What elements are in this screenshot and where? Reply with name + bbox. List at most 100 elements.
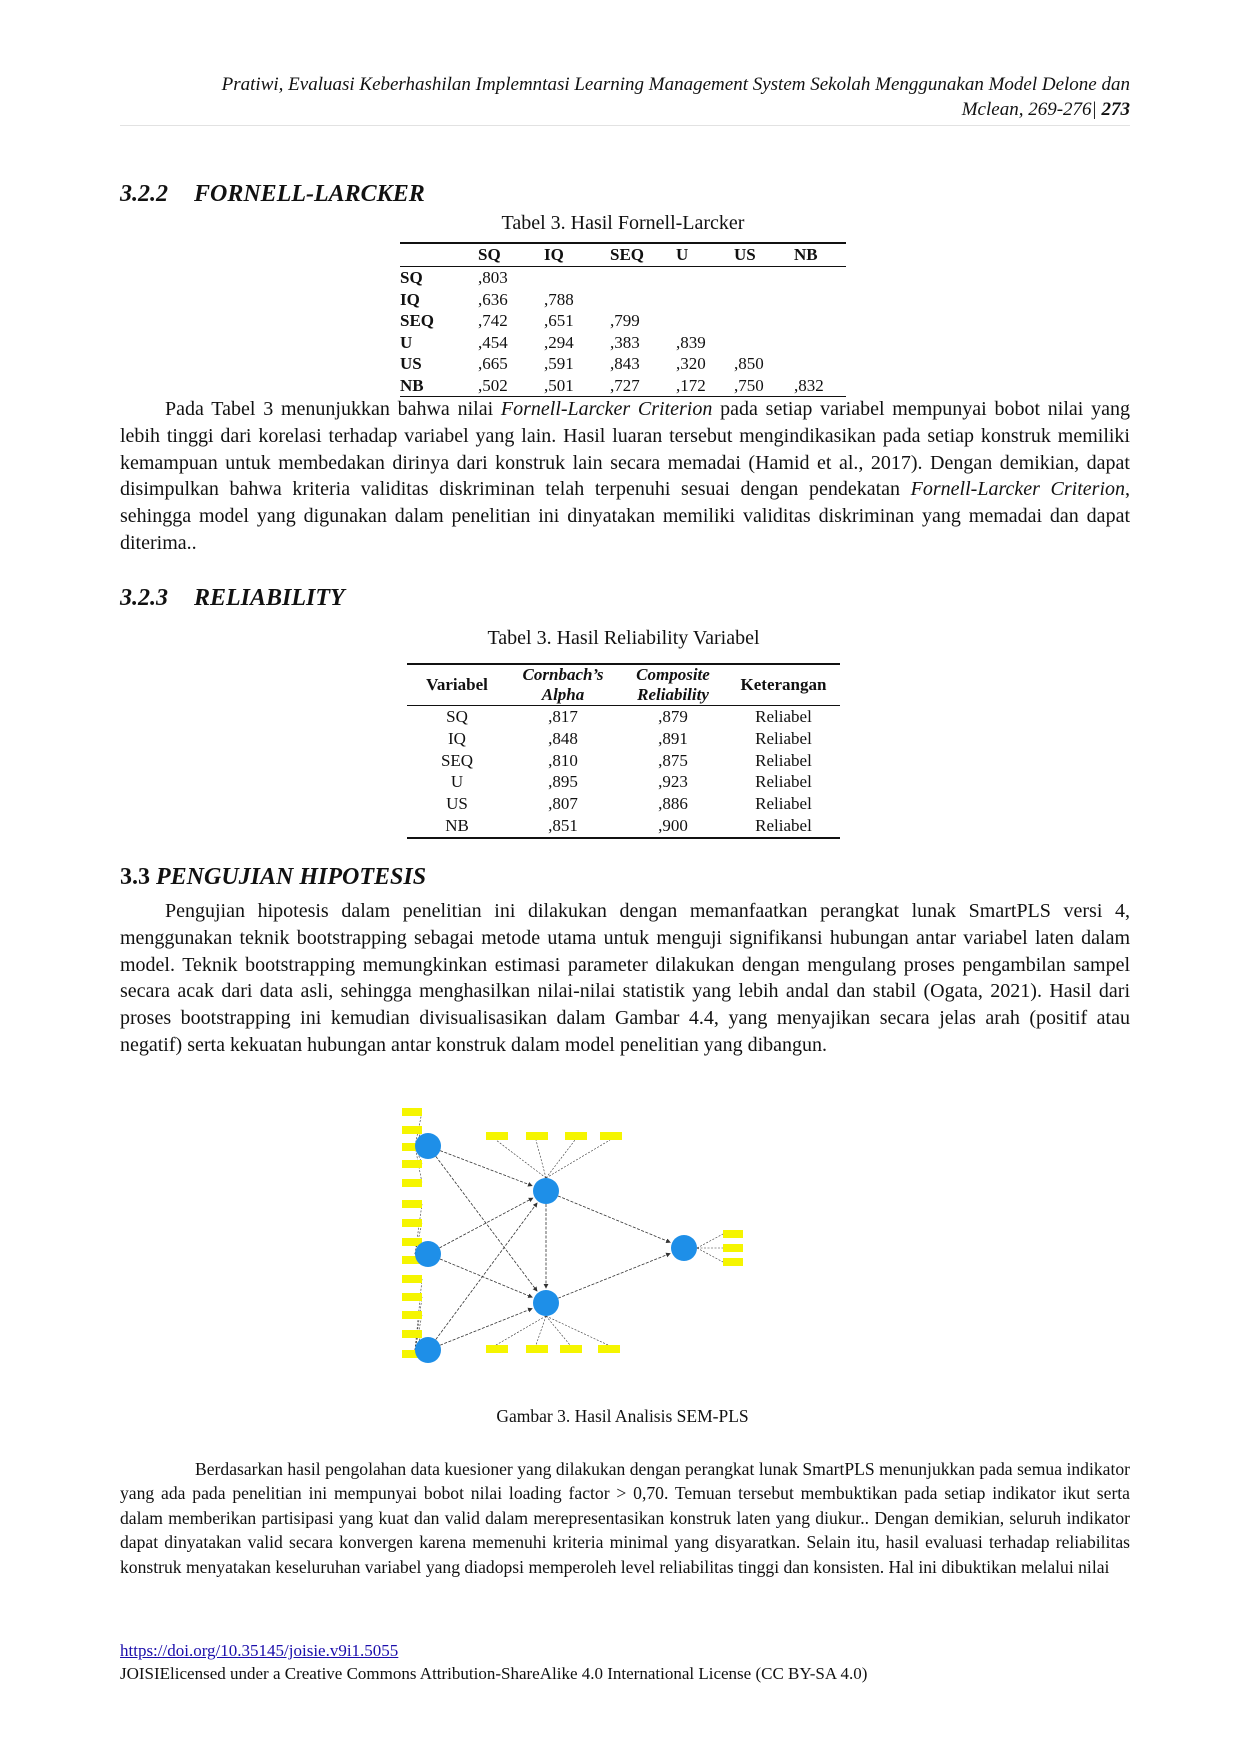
table-cell: ,900 xyxy=(658,815,688,835)
text-run: pada setiap variabel mempunyai bobot nil… xyxy=(120,398,1131,501)
column-header: IQ xyxy=(544,243,610,267)
figure-caption: Gambar 3. Hasil Analisis SEM-PLS xyxy=(496,1406,749,1426)
loading-line xyxy=(414,1296,423,1351)
section-number: 3.2.3 xyxy=(120,585,168,611)
loading-line xyxy=(535,1315,547,1346)
table-cell: ,843 xyxy=(610,354,640,373)
table-cell: ,851 xyxy=(548,815,578,835)
indicator-box xyxy=(402,1238,422,1246)
indicator-box xyxy=(402,1293,422,1301)
table-cell: ,294 xyxy=(544,332,574,352)
table-cell: ,320 xyxy=(676,354,706,373)
section-title: RELIABILITY xyxy=(194,585,345,611)
table-cell xyxy=(794,267,846,289)
loading-line xyxy=(545,1315,571,1346)
table-cell xyxy=(794,353,846,375)
section-title: FORNELL-LARCKER xyxy=(194,181,425,207)
table-cell: ,172 xyxy=(676,375,706,395)
table-cell: ,636 xyxy=(478,289,508,309)
indicator-box xyxy=(402,1200,422,1208)
path-arrow xyxy=(435,1156,538,1292)
italic-term: Fornell-Larcker Criterion xyxy=(910,478,1125,501)
indicator-box xyxy=(723,1230,743,1238)
table-row: NB,502,501,727,172,750,832 xyxy=(400,375,846,397)
running-header: Pratiwi, Evaluasi Keberhashilan Implemnt… xyxy=(120,72,1130,122)
table-cell xyxy=(544,267,610,289)
paragraph-pengujian-hipotesis: Pengujian hipotesis dalam penelitian ini… xyxy=(120,900,1130,1056)
indicator-box xyxy=(402,1350,422,1358)
table-cell xyxy=(734,332,794,354)
doi-link[interactable]: https://doi.org/10.35145/joisie.v9i1.505… xyxy=(120,1641,399,1660)
indicator-box xyxy=(402,1275,422,1283)
table4-caption: Tabel 3. Hasil Reliability Variabel xyxy=(487,627,760,649)
indicator-box xyxy=(560,1345,582,1353)
row-header: SQ xyxy=(400,268,423,287)
table-cell: ,750 xyxy=(734,375,764,395)
path-arrow xyxy=(439,1307,533,1346)
indicator-box xyxy=(402,1330,422,1338)
table-cell: ,454 xyxy=(478,332,508,352)
row-header: IQ xyxy=(400,289,420,309)
indicator-box xyxy=(402,1143,422,1151)
table-cell: ,850 xyxy=(734,354,764,373)
construct-node xyxy=(415,1133,441,1159)
column-header: U xyxy=(676,243,734,267)
indicator-box xyxy=(526,1345,548,1353)
indicator-box xyxy=(402,1160,422,1168)
indicator-box xyxy=(565,1132,587,1140)
table-cell: ,886 xyxy=(658,794,688,814)
table-cell: ,895 xyxy=(548,772,578,792)
column-header xyxy=(400,243,478,267)
indicator-box xyxy=(600,1132,622,1140)
table-header-row: SQ IQ SEQ U US NB xyxy=(400,243,846,267)
indicator-box xyxy=(402,1179,422,1187)
construct-node xyxy=(533,1178,559,1204)
header-line: Composite xyxy=(636,665,710,684)
running-header-line2: Mclean, 269-276| 273 xyxy=(120,97,1130,122)
section-number: 3.3 xyxy=(120,864,150,890)
license-text: JOISIElicensed under a Creative Commons … xyxy=(120,1664,868,1683)
path-arrow xyxy=(435,1202,538,1340)
table-cell: ,727 xyxy=(610,375,640,395)
table-cell xyxy=(794,289,846,311)
column-header-variabel: Variabel xyxy=(407,664,507,706)
table-cell: ,875 xyxy=(658,750,688,770)
section-title: PENGUJIAN HIPOTESIS xyxy=(156,864,427,890)
italic-term: Fornell-Larcker Criterion xyxy=(500,398,713,420)
table-cell: ,848 xyxy=(548,728,578,748)
table-cell xyxy=(794,310,846,332)
loading-line xyxy=(545,1139,611,1179)
table-cell: ,651 xyxy=(544,311,574,330)
section-heading-3-2-3: 3.2.3 RELIABILITY xyxy=(120,585,345,612)
indicator-box xyxy=(402,1311,422,1319)
table-cell: ,799 xyxy=(610,311,640,330)
path-arrow xyxy=(557,1195,671,1243)
table-cell: Reliabel xyxy=(755,707,812,726)
table-cell: SEQ xyxy=(440,750,474,770)
column-header: SQ xyxy=(478,243,544,267)
indicator-box xyxy=(526,1132,548,1140)
indicator-box xyxy=(598,1345,620,1353)
table-row: U,454,294,383,839 xyxy=(400,332,846,354)
table-cell: ,383 xyxy=(610,332,640,352)
table-cell: NB xyxy=(445,815,469,835)
column-header: NB xyxy=(794,243,846,267)
row-header: US xyxy=(400,354,422,373)
table-cell xyxy=(734,289,794,311)
table-row: US,665,591,843,320,850 xyxy=(400,353,846,375)
construct-nodes xyxy=(415,1133,697,1363)
path-arrow xyxy=(439,1197,534,1249)
table-cell xyxy=(734,267,794,289)
header-line: Alpha xyxy=(541,685,585,704)
table-cell xyxy=(734,310,794,332)
table-cell: ,891 xyxy=(658,728,688,748)
table-row: IQ,636,788 xyxy=(400,289,846,311)
loading-line xyxy=(696,1247,724,1263)
